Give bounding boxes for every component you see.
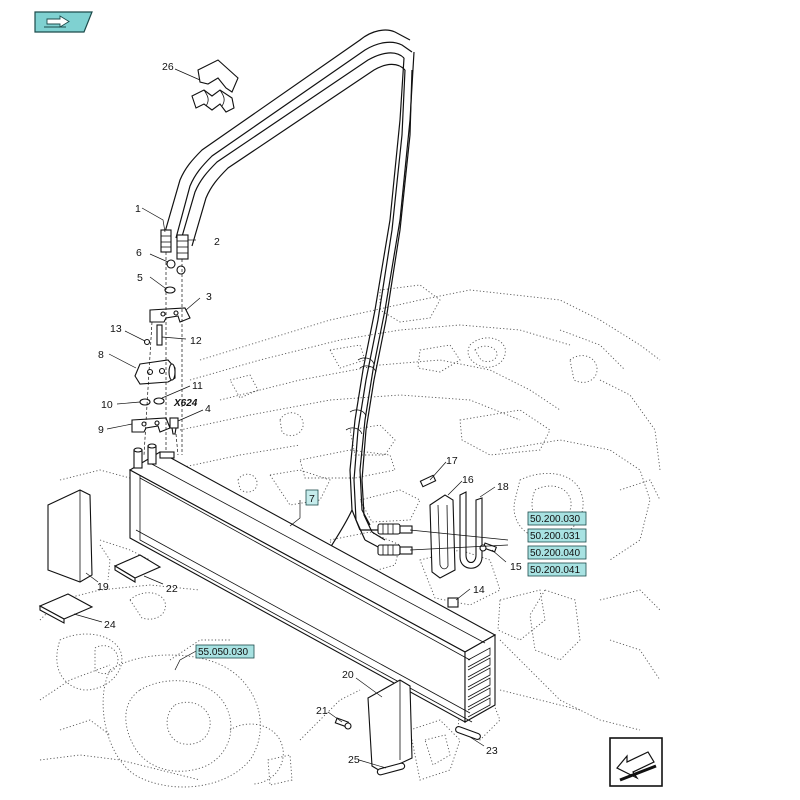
exit-arrow-icon [616, 751, 657, 782]
panel-20[interactable] [367, 679, 413, 773]
ref-text-4: 50.200.041 [530, 565, 580, 576]
label-part-8[interactable]: 8 [98, 349, 104, 361]
lower-machinery-outline [59, 544, 293, 788]
bracket-plate-3[interactable] [149, 307, 191, 323]
label-part-23[interactable]: 23 [486, 745, 498, 757]
label-part-11[interactable]: 11 [192, 380, 203, 392]
label-part-17[interactable]: 17 [446, 455, 458, 467]
label-part-14[interactable]: 14 [473, 584, 485, 596]
label-part-4[interactable]: 4 [205, 403, 211, 415]
ref-box-5[interactable]: 55.050.030 [195, 644, 255, 659]
label-part-12[interactable]: 12 [190, 335, 202, 347]
ref-text-3: 50.200.040 [530, 548, 580, 559]
o-ring-11[interactable] [153, 397, 165, 405]
bolt-21[interactable] [334, 717, 352, 730]
label-part-9[interactable]: 9 [98, 424, 104, 436]
label-part-5[interactable]: 5 [137, 272, 143, 284]
pad-24[interactable] [38, 593, 94, 624]
label-part-24[interactable]: 24 [104, 619, 116, 631]
clip-17[interactable] [419, 474, 437, 488]
back-nav-button[interactable] [34, 11, 93, 33]
label-part-10[interactable]: 10 [101, 399, 113, 411]
clamp-part-26[interactable] [191, 59, 239, 113]
label-part-21[interactable]: 21 [316, 705, 328, 717]
panel-19[interactable] [47, 489, 93, 583]
forward-nav-button[interactable] [609, 737, 663, 787]
pin-25[interactable] [376, 762, 406, 776]
ref-box-4[interactable]: 50.200.041 [527, 562, 587, 577]
hose-assembly[interactable] [160, 29, 415, 556]
label-part-13[interactable]: 13 [110, 323, 122, 335]
assembly-guide-lines [143, 252, 183, 456]
hose-fitting-1 [160, 229, 172, 253]
washer-13[interactable] [143, 338, 151, 346]
label-part-26[interactable]: 26 [162, 61, 174, 73]
o-ring-5[interactable] [164, 286, 176, 294]
ref-box-3[interactable]: 50.200.040 [527, 545, 587, 560]
sensor-4[interactable] [169, 417, 179, 435]
label-part-2[interactable]: 2 [214, 236, 220, 248]
label-part-1[interactable]: 1 [135, 203, 141, 215]
part-labels: 1 2 6 5 3 13 12 8 11 X624 10 4 9 26 17 1… [97, 61, 522, 766]
ref-text-5: 55.050.030 [198, 647, 248, 658]
bracket-18[interactable] [459, 491, 483, 569]
bracket-16[interactable] [429, 494, 456, 579]
bracket-plate-9[interactable] [131, 417, 171, 433]
label-part-3[interactable]: 3 [206, 291, 212, 303]
label-part-6[interactable]: 6 [136, 247, 142, 259]
nut-14[interactable] [447, 597, 459, 608]
tractor-frame-outline [39, 284, 661, 781]
oil-cooler-7[interactable] [128, 443, 497, 723]
o-ring-10[interactable] [139, 398, 151, 406]
fitting-nut-6[interactable] [166, 259, 186, 275]
bolt-12[interactable] [156, 324, 163, 346]
ref-box-1[interactable]: 50.200.030 [527, 511, 587, 526]
ref-text-1: 50.200.030 [530, 514, 580, 525]
cooler-side-fins [467, 647, 491, 718]
hose-fitting-2 [176, 234, 189, 260]
hose-fitting-upper [377, 523, 413, 535]
label-part-7: 7 [309, 493, 315, 505]
hose-fitting-lower [377, 544, 413, 556]
ref-text-2: 50.200.031 [530, 531, 580, 542]
label-part-22[interactable]: 22 [166, 583, 178, 595]
label-part-20[interactable]: 20 [342, 669, 354, 681]
leader-lines [73, 68, 509, 769]
pin-23[interactable] [455, 726, 481, 741]
return-arrow-icon [44, 15, 70, 28]
valve-block-8[interactable] [134, 359, 176, 385]
label-connector-x624[interactable]: X624 [173, 398, 198, 409]
label-part-18[interactable]: 18 [497, 481, 509, 493]
label-part-15[interactable]: 15 [510, 561, 522, 573]
label-part-25[interactable]: 25 [348, 754, 360, 766]
label-part-16[interactable]: 16 [462, 474, 474, 486]
pad-22[interactable] [113, 554, 162, 583]
label-part-19[interactable]: 19 [97, 581, 109, 593]
label-part-7-box[interactable]: 7 [305, 489, 319, 506]
ref-box-2[interactable]: 50.200.031 [527, 528, 587, 543]
